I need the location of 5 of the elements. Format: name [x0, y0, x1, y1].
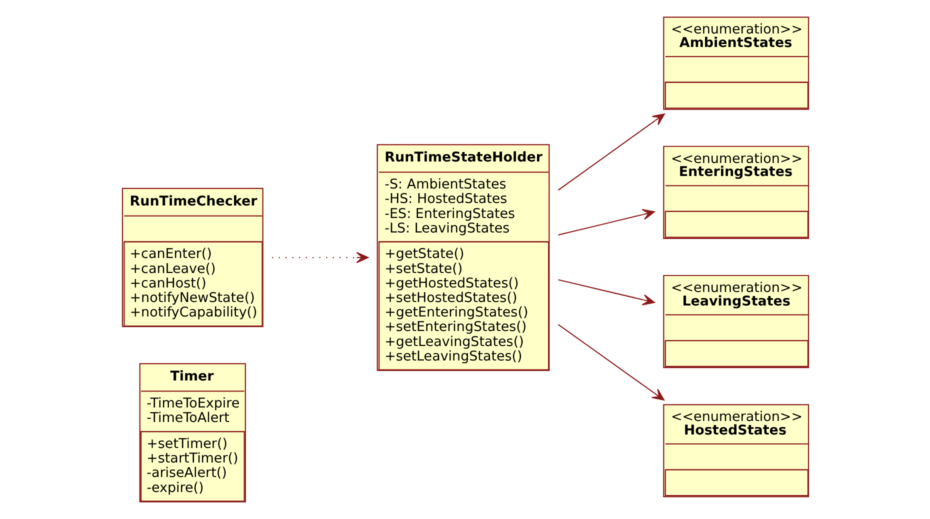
arrow	[558, 208, 654, 236]
arrow	[272, 252, 368, 264]
arrow	[557, 113, 664, 191]
arrow	[558, 279, 654, 306]
arrow	[557, 324, 664, 400]
